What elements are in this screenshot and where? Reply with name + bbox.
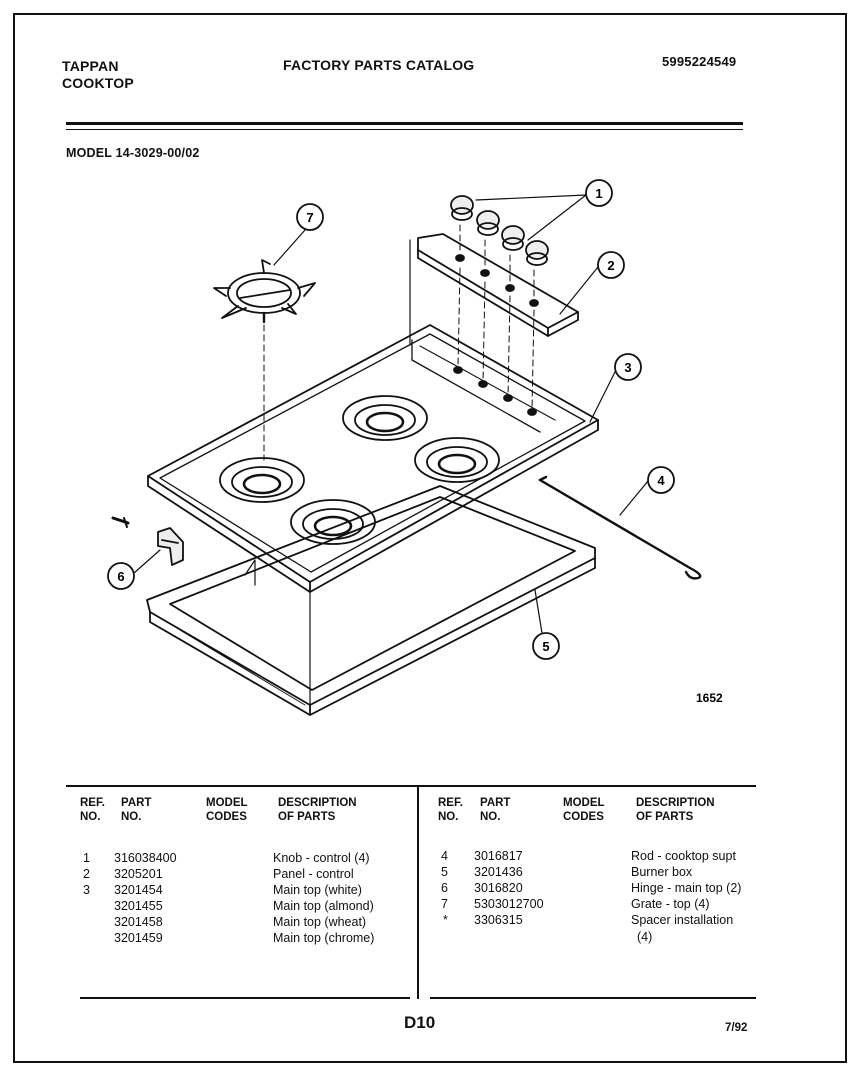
table-center-divider xyxy=(417,787,419,999)
callout-6-label: 6 xyxy=(117,569,124,584)
table-row-r4-part: 5303012700 xyxy=(474,897,544,911)
table-row-6-part: 3201459 xyxy=(114,931,163,945)
table-row-5-part: 3201458 xyxy=(114,915,163,929)
callout-3-label: 3 xyxy=(624,360,631,375)
rod-drawing xyxy=(538,475,702,580)
table-row-r3-part: 3016820 xyxy=(474,881,523,895)
table-row-1-part: 316038400 xyxy=(114,851,177,865)
header-rule-thick xyxy=(66,122,743,125)
control-panel-drawing xyxy=(409,233,579,416)
drawing-number: 1652 xyxy=(696,691,723,705)
table-row-r5-ref: * xyxy=(443,913,448,927)
callout-5: 5 xyxy=(532,632,560,660)
table-row-r2-ref: 5 xyxy=(441,865,448,879)
table-row-3-desc: Main top (white) xyxy=(273,883,362,897)
model-number: MODEL 14-3029-00/02 xyxy=(66,146,200,160)
catalog-number: 5995224549 xyxy=(662,54,737,69)
table-row-3-part: 3201454 xyxy=(114,883,163,897)
table-row-5-desc: Main top (wheat) xyxy=(273,915,367,929)
table-row-r5-part: 3306315 xyxy=(474,913,523,927)
header-part-right: PART NO. xyxy=(480,797,511,823)
knob-leader-lines xyxy=(457,224,535,411)
table-row-r2-part: 3201436 xyxy=(474,865,523,879)
table-top-rule xyxy=(66,785,756,787)
callout-3: 3 xyxy=(614,353,642,381)
callout-1: 1 xyxy=(585,179,613,207)
table-row-2-ref: 2 xyxy=(83,867,90,881)
header-part-left: PART NO. xyxy=(121,797,152,823)
table-row-3-ref: 3 xyxy=(83,883,90,897)
table-row-r4-ref: 7 xyxy=(441,897,448,911)
header-model-left: MODEL CODES xyxy=(206,797,248,823)
table-row-4-desc: Main top (almond) xyxy=(273,899,374,913)
knobs-drawing xyxy=(450,195,549,266)
table-row-r6-desc: (4) xyxy=(637,930,653,944)
header-desc-left: DESCRIPTION OF PARTS xyxy=(278,797,357,823)
callout-5-label: 5 xyxy=(542,639,549,654)
table-row-r5-desc: Spacer installation xyxy=(631,913,734,927)
product: COOKTOP xyxy=(62,75,134,91)
table-row-r3-ref: 6 xyxy=(441,881,448,895)
screw-drawing xyxy=(111,516,130,528)
callout-1-label: 1 xyxy=(595,186,602,201)
table-row-r1-desc: Rod - cooktop supt xyxy=(631,849,736,863)
exploded-parts-diagram: 1 2 3 4 5 6 7 1652 xyxy=(107,179,723,716)
footer-rule-left xyxy=(80,997,410,999)
catalog-date: 7/92 xyxy=(725,1022,748,1034)
callout-6: 6 xyxy=(107,562,135,590)
callout-4-label: 4 xyxy=(657,473,665,488)
callout-leaders xyxy=(133,194,649,634)
header-model-right: MODEL CODES xyxy=(563,797,605,823)
catalog-title: FACTORY PARTS CATALOG xyxy=(283,57,475,73)
header-desc-right: DESCRIPTION OF PARTS xyxy=(636,797,715,823)
hinge-drawing xyxy=(157,527,184,566)
main-top-drawing xyxy=(147,324,599,593)
table-row-2-desc: Panel - control xyxy=(273,867,354,881)
table-row-1-desc: Knob - control (4) xyxy=(273,851,370,865)
callout-2: 2 xyxy=(597,251,625,279)
burner-box-drawing xyxy=(146,485,596,716)
burner-rings xyxy=(219,395,500,545)
page-frame xyxy=(13,13,847,1063)
table-row-r1-ref: 4 xyxy=(441,849,448,863)
table-row-1-ref: 1 xyxy=(83,851,90,865)
grate-drawing xyxy=(213,259,316,324)
callout-4: 4 xyxy=(647,466,675,494)
header-ref-right: REF. NO. xyxy=(438,797,463,823)
callout-2-label: 2 xyxy=(607,258,614,273)
table-row-r1-part: 3016817 xyxy=(474,849,523,863)
table-row-4-part: 3201455 xyxy=(114,899,163,913)
callout-7: 7 xyxy=(296,203,324,231)
header-ref-left: REF. NO. xyxy=(80,797,105,823)
table-row-r4-desc: Grate - top (4) xyxy=(631,897,710,911)
page-code: D10 xyxy=(404,1013,436,1032)
footer-rule-right xyxy=(430,997,756,999)
brand: TAPPAN xyxy=(62,58,119,74)
table-row-r2-desc: Burner box xyxy=(631,865,693,879)
table-row-2-part: 3205201 xyxy=(114,867,163,881)
callout-7-label: 7 xyxy=(306,210,313,225)
table-row-6-desc: Main top (chrome) xyxy=(273,931,375,945)
table-row-r3-desc: Hinge - main top (2) xyxy=(631,881,742,895)
header-rule-thin xyxy=(66,129,743,130)
callouts: 1 2 3 4 5 6 7 xyxy=(107,179,675,660)
